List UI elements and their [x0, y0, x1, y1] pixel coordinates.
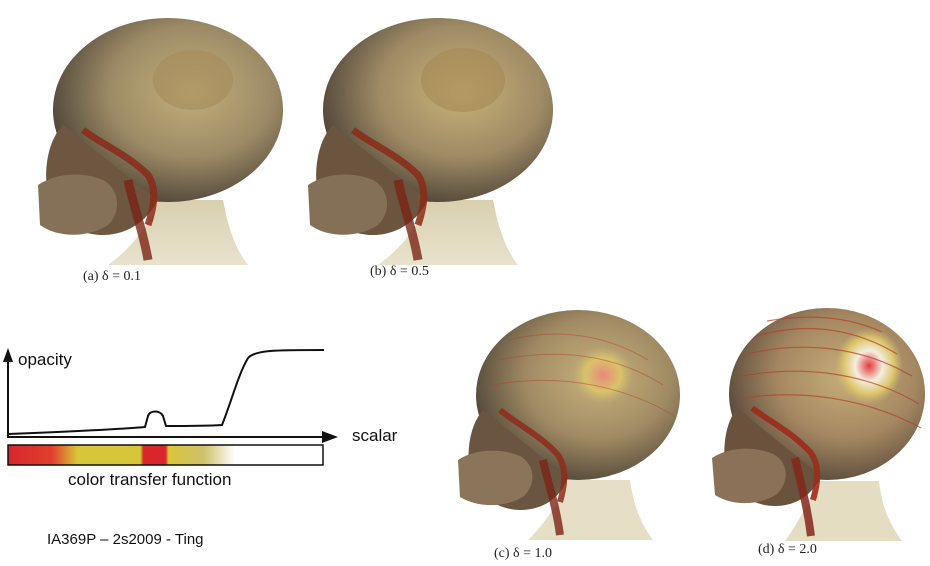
skull-rendering-c — [438, 300, 683, 540]
footer-credit: IA369P – 2s2009 - Ting — [47, 531, 204, 548]
skull-rendering-a — [8, 10, 293, 265]
panel-d: (d) δ = 2.0 — [697, 296, 927, 541]
x-axis-arrow-icon — [322, 431, 338, 443]
color-transfer-function-label: color transfer function — [68, 470, 231, 490]
panel-a: (a) δ = 0.1 — [8, 10, 293, 265]
panel-caption: (b) δ = 0.5 — [370, 264, 429, 280]
opacity-label: opacity — [18, 350, 72, 370]
panel-caption: (d) δ = 2.0 — [758, 542, 817, 558]
skull-rendering-d — [697, 296, 927, 541]
y-axis-arrow-icon — [3, 348, 13, 362]
skull-rendering-b — [278, 10, 563, 265]
color-transfer-bar — [8, 445, 323, 465]
panel-caption: (a) δ = 0.1 — [83, 269, 141, 285]
panel-b: (b) δ = 0.5 — [278, 10, 563, 265]
transfer-function-diagram: opacity scalar color transfer function — [0, 330, 440, 500]
panel-caption: (c) δ = 1.0 — [494, 546, 552, 562]
scalar-label: scalar — [352, 426, 397, 446]
panel-c: (c) δ = 1.0 — [438, 300, 683, 540]
